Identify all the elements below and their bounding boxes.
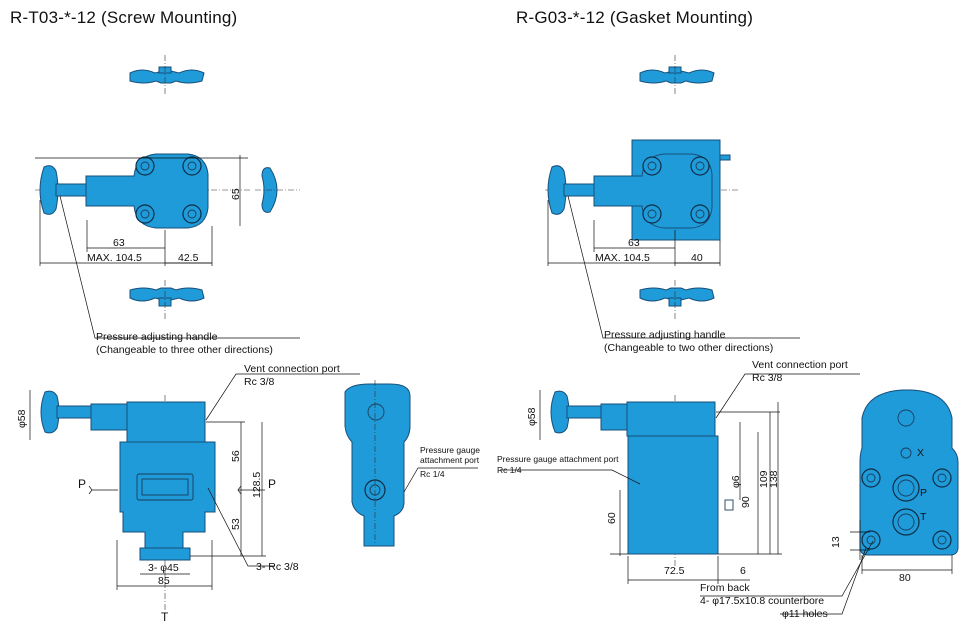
right-gauge-port: Pressure gauge attachment port [497,454,619,464]
right-dim-max: MAX. 104.5 [595,252,650,264]
left-dim-85: 85 [158,575,170,587]
right-dim-13: 13 [830,536,842,548]
left-plan-view [35,153,300,339]
left-gauge-port-2: attachment port [420,455,480,465]
right-handle-bottom-view [639,280,715,320]
right-front-view [500,373,860,584]
right-dim-90: 90 [740,496,752,508]
right-port-p: P [920,487,928,499]
left-handle-note-2: (Changeable to three other directions) [96,344,273,356]
left-port-p-left: P [78,477,87,491]
left-vent-rc: Rc 3/8 [244,376,275,388]
right-title: R-G03-*-12 (Gasket Mounting) [516,8,754,27]
right-dim-phi6: φ6 [730,475,742,488]
right-port-t: T [920,511,927,523]
left-handle-bottom-view [129,280,205,320]
left-gauge-rc: Rc 1/4 [420,469,445,479]
left-handle-note-1: Pressure adjusting handle [96,331,218,343]
left-dim-max: MAX. 104.5 [87,252,142,264]
left-dim-42: 42.5 [178,252,199,264]
left-dim-53: 53 [230,518,242,530]
right-gauge-rc: Rc 1/4 [497,465,522,475]
left-dim-rc38: 3- Rc 3/8 [256,561,299,573]
right-from-back: From back [700,582,750,594]
left-handle-top-view [129,55,205,96]
right-dim-138: 138 [768,470,780,488]
left-side-view [344,380,478,547]
left-title: R-T03-*-12 (Screw Mounting) [10,8,238,27]
right-handle-note-1: Pressure adjusting handle [604,329,726,341]
right-dim-6: 6 [740,565,746,577]
right-counterbore: 4- φ17.5x10.8 counterbore [700,595,825,607]
right-vent-rc: Rc 3/8 [752,372,783,384]
right-handle-top-view [639,55,715,96]
right-dim-40: 40 [691,252,703,264]
right-dim-63: 63 [628,237,640,249]
right-dim-60: 60 [606,512,618,524]
left-front-view [29,373,360,612]
right-holes: φ11 holes [782,608,828,620]
right-side-view [700,389,959,615]
right-plan-view [545,139,800,339]
left-dim-phi45: 3- φ45 [148,562,179,574]
left-gauge-port-1: Pressure gauge [420,445,481,455]
left-dim-phi58: φ58 [16,409,28,429]
left-port-t: T [161,610,169,624]
left-vent-port: Vent connection port [244,363,340,375]
left-dim-65: 65 [230,188,242,200]
left-dim-128: 128.5 [251,471,263,498]
right-dim-phi58: φ58 [526,407,538,427]
left-dim-63: 63 [113,237,125,249]
left-port-p-right: P [268,477,277,491]
right-port-x: X [917,447,925,459]
right-dim-72: 72.5 [664,565,685,577]
right-handle-note-2: (Changeable to two other directions) [604,342,774,354]
right-dim-80: 80 [899,572,911,584]
right-vent-port: Vent connection port [752,359,848,371]
left-dim-56: 56 [230,450,242,462]
